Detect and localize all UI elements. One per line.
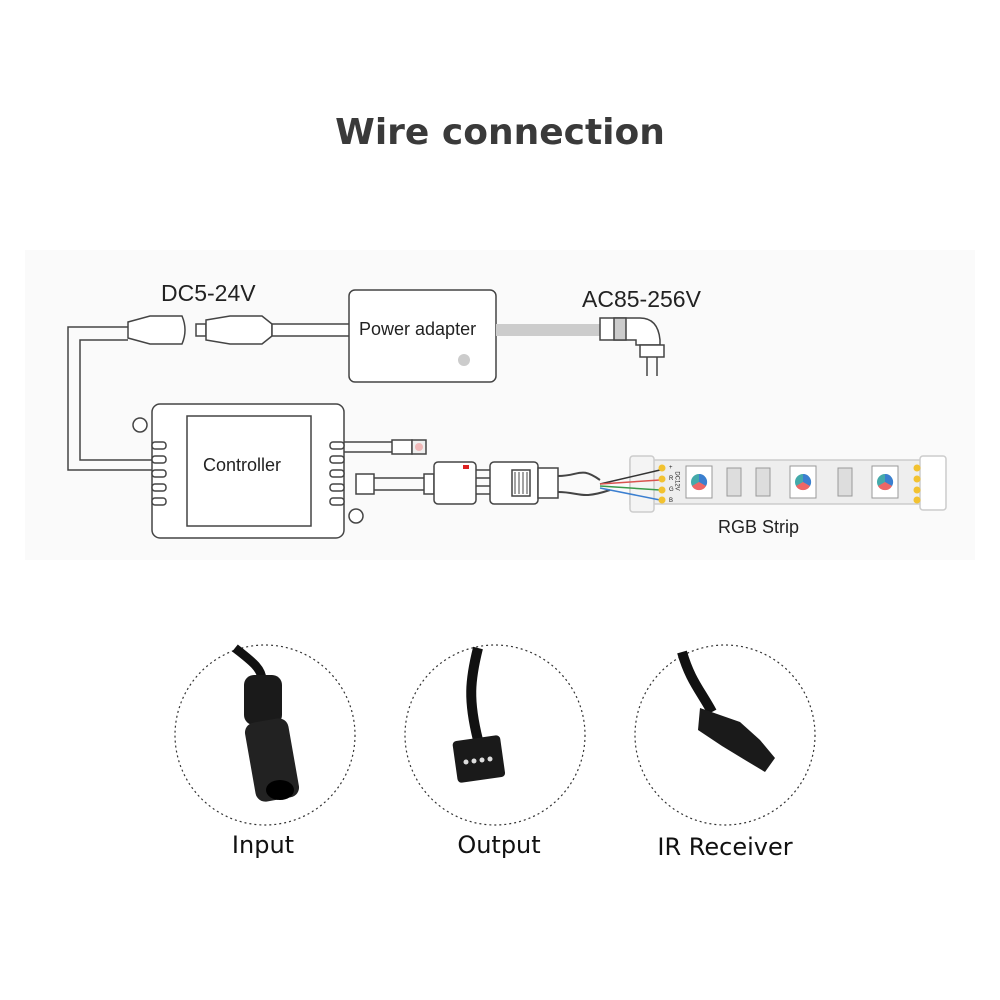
ac-voltage-label: AC85-256V [582,286,701,312]
page-title: Wire connection [335,112,665,153]
pin-r: R [669,476,674,482]
pin-g: G [669,487,674,493]
input-label: Input [231,831,295,859]
connector-female [433,461,477,505]
output-connector-photo [452,646,506,783]
ir-port-circle [634,644,816,826]
input-connector-photo [232,644,300,802]
adapter-led [458,354,470,366]
dc-voltage-label: DC5-24V [161,280,256,306]
strip-pin-labels: + R G B [669,463,674,507]
ir-receiver-label: IR Receiver [657,833,793,861]
pin-b: B [669,498,674,504]
pin-plus: + [669,465,673,471]
output-label: Output [457,831,541,859]
ir-receiver [391,439,413,455]
controller-label: Controller [203,455,282,475]
ac-plug [599,317,661,346]
dc-cable-to-adapter [271,323,351,337]
dc-cable [67,326,152,471]
output-port-circle [404,644,586,826]
power-adapter-label: Power adapter [359,319,477,339]
input-port-circle [174,644,356,826]
dc-male-plug [205,315,273,345]
strip-voltage-label: DC12V [673,471,680,491]
led-chips [685,465,899,499]
ir-receiver-connector-photo [677,650,775,772]
rgb-strip-label: RGB Strip [718,517,800,537]
dc-female-jack [127,315,186,345]
